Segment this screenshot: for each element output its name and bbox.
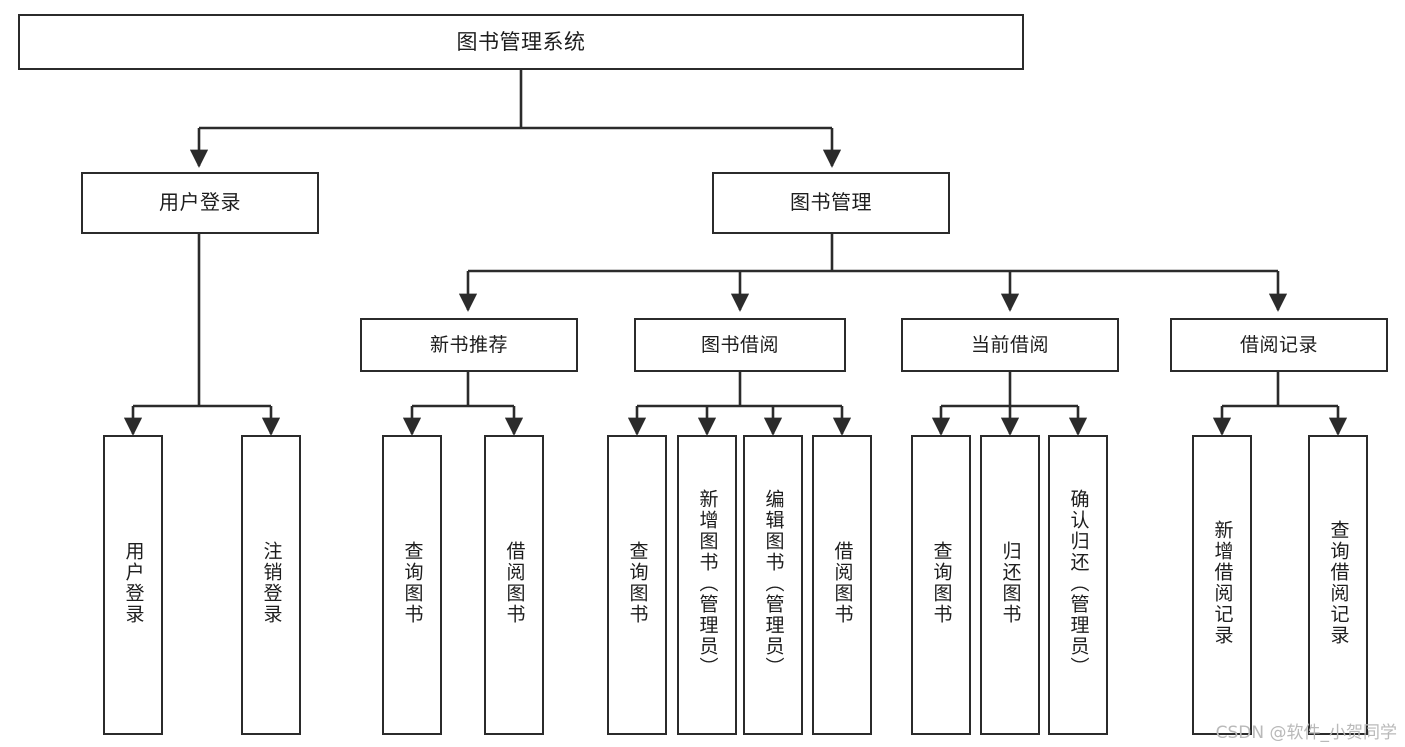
leaf-user-login-label: 用户登录 — [122, 541, 145, 625]
watermark-text: CSDN @软件_小贺同学 — [1215, 723, 1397, 743]
node-current-borrow-label: 当前借阅 — [970, 333, 1049, 356]
node-book-manage-label: 图书管理 — [790, 190, 872, 215]
leaf-nb-query-book[interactable]: 查询图书 — [382, 435, 442, 735]
node-user-login[interactable]: 用户登录 — [81, 172, 319, 234]
leaf-logout[interactable]: 注销登录 — [241, 435, 301, 735]
node-current-borrow[interactable]: 当前借阅 — [901, 318, 1119, 372]
node-root-label: 图书管理系统 — [456, 29, 586, 54]
node-root[interactable]: 图书管理系统 — [18, 14, 1024, 70]
leaf-bb-query-book[interactable]: 查询图书 — [607, 435, 667, 735]
leaf-cb-return-book[interactable]: 归还图书 — [980, 435, 1040, 735]
leaf-nb-borrow-book[interactable]: 借阅图书 — [484, 435, 544, 735]
leaf-logout-label: 注销登录 — [260, 541, 283, 625]
leaf-nb-query-book-label: 查询图书 — [401, 541, 424, 625]
leaf-bb-add-book-label: 新增图书（管理员） — [696, 489, 719, 678]
node-book-borrow[interactable]: 图书借阅 — [634, 318, 846, 372]
leaf-rec-query-record-label: 查询借阅记录 — [1327, 520, 1350, 646]
leaf-bb-edit-book[interactable]: 编辑图书（管理员） — [743, 435, 803, 735]
leaf-rec-add-record[interactable]: 新增借阅记录 — [1192, 435, 1252, 735]
leaf-cb-return-book-label: 归还图书 — [999, 541, 1022, 625]
node-borrow-records[interactable]: 借阅记录 — [1170, 318, 1388, 372]
leaf-rec-add-record-label: 新增借阅记录 — [1211, 520, 1234, 646]
leaf-bb-lend-book[interactable]: 借阅图书 — [812, 435, 872, 735]
leaf-cb-confirm-return-label: 确认归还（管理员） — [1067, 489, 1090, 678]
node-new-book-label: 新书推荐 — [429, 333, 508, 356]
node-user-login-label: 用户登录 — [159, 190, 241, 215]
node-book-borrow-label: 图书借阅 — [700, 333, 779, 356]
node-book-manage[interactable]: 图书管理 — [712, 172, 950, 234]
leaf-nb-borrow-book-label: 借阅图书 — [503, 541, 526, 625]
leaf-user-login[interactable]: 用户登录 — [103, 435, 163, 735]
leaf-cb-query-book[interactable]: 查询图书 — [911, 435, 971, 735]
leaf-bb-add-book[interactable]: 新增图书（管理员） — [677, 435, 737, 735]
leaf-cb-confirm-return[interactable]: 确认归还（管理员） — [1048, 435, 1108, 735]
node-borrow-records-label: 借阅记录 — [1239, 333, 1318, 356]
leaf-cb-query-book-label: 查询图书 — [930, 541, 953, 625]
leaf-bb-query-book-label: 查询图书 — [626, 541, 649, 625]
node-new-book[interactable]: 新书推荐 — [360, 318, 578, 372]
leaf-bb-edit-book-label: 编辑图书（管理员） — [762, 489, 785, 678]
leaf-rec-query-record[interactable]: 查询借阅记录 — [1308, 435, 1368, 735]
leaf-bb-lend-book-label: 借阅图书 — [831, 541, 854, 625]
